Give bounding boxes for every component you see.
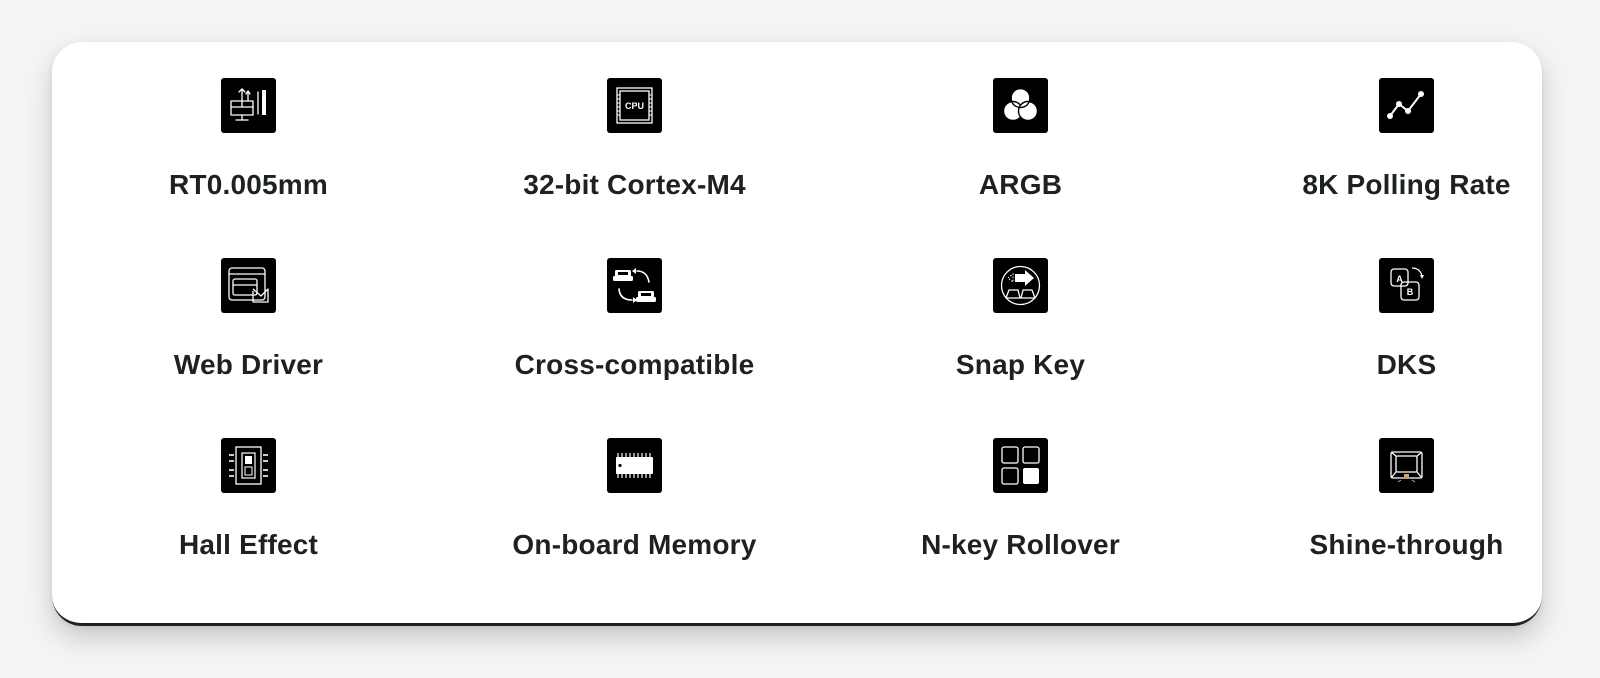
hall-sensor-icon [221,438,276,493]
feature-label: Hall Effect [178,529,319,560]
features-grid: RT0.005mm CPU [52,42,1542,623]
feature-label: Web Driver [173,349,324,380]
feature-label: DKS [1376,349,1437,380]
dks-icon-letter-b: B [1407,287,1414,297]
feature-label: Snap Key [955,349,1086,380]
feature-label: 8K Polling Rate [1302,169,1511,200]
snap-key-icon [993,258,1048,313]
feature-label: N-key Rollover [921,529,1120,560]
features-card: RT0.005mm CPU [52,42,1542,626]
dks-icon-letter-a: A [1396,274,1403,284]
shine-through-keycap-icon [1379,438,1434,493]
feature-argb: ARGB [824,42,1217,202]
web-driver-icon [221,258,276,313]
feature-label: Cross-compatible [514,349,755,380]
rapid-trigger-icon [221,78,276,133]
memory-chip-icon [607,438,662,493]
feature-hall-effect: Hall Effect [52,402,445,562]
feature-dks: A B DKS [1210,222,1600,382]
feature-snap-key: Snap Key [824,222,1217,382]
key-grid-icon [993,438,1048,493]
feature-label: RT0.005mm [169,169,328,200]
feature-label: On-board Memory [512,529,757,560]
feature-memory: On-board Memory [438,402,831,562]
line-chart-icon [1379,78,1434,133]
feature-cross-compatible: Cross-compatible [438,222,831,382]
feature-polling: 8K Polling Rate [1210,42,1600,202]
cpu-icon-text: CPU [625,101,644,111]
feature-label: 32-bit Cortex-M4 [523,169,746,200]
cross-compatible-icon [607,258,662,313]
cpu-icon: CPU [607,78,662,133]
feature-cpu: CPU 32-bit Cortex-M4 [438,42,831,202]
feature-label: ARGB [978,169,1063,200]
feature-nkro: N-key Rollover [824,402,1217,562]
rgb-circles-icon [993,78,1048,133]
dks-icon: A B [1379,258,1434,313]
feature-shine-through: Shine-through [1210,402,1600,562]
feature-label: Shine-through [1309,529,1504,560]
feature-rt: RT0.005mm [52,42,445,202]
feature-web-driver: Web Driver [52,222,445,382]
